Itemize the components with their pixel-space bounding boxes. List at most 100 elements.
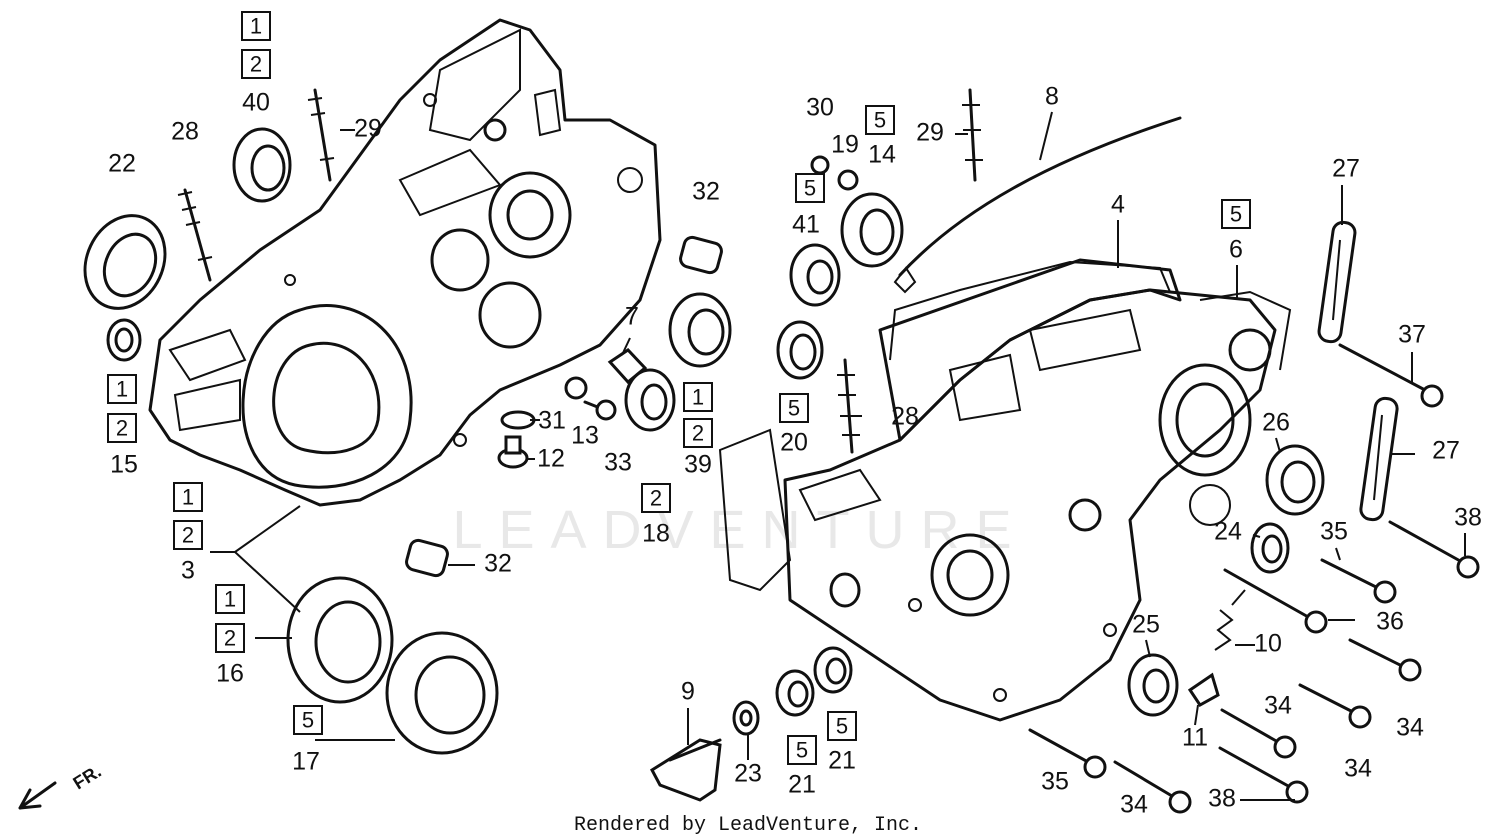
callout-38: 38 — [1208, 785, 1236, 813]
boxed-ref: 1 — [116, 377, 128, 402]
boxed-ref: 1 — [250, 14, 262, 39]
callout-14: 14 — [868, 141, 896, 169]
bolt-13 — [564, 376, 588, 400]
callout-27: 27 — [1332, 155, 1360, 183]
callout-34: 34 — [1396, 714, 1424, 742]
callout-34: 34 — [1264, 692, 1292, 720]
boxed-ref: 5 — [1230, 202, 1242, 227]
bolt-34-right — [1348, 638, 1422, 682]
callout-21: 21 — [788, 771, 816, 799]
callout-31: 31 — [538, 407, 566, 435]
part-11 — [1187, 672, 1220, 707]
callout-15: 15 — [110, 451, 138, 479]
oil-seal-26 — [1265, 444, 1325, 516]
part-30 — [810, 155, 830, 175]
clamp-27-top — [1317, 220, 1357, 344]
washer-31 — [500, 410, 536, 430]
callout-9: 9 — [681, 678, 695, 706]
boxed-ref: 5 — [302, 708, 314, 733]
callouts: 40 29 28 22 15 3 16 17 32 32 7 31 13 12 … — [108, 83, 1482, 819]
boxed-ref: 1 — [692, 385, 704, 410]
gasket-4 — [889, 260, 1171, 361]
watermark: LEADVENTURE — [452, 500, 1027, 560]
bearing-39 — [668, 292, 732, 368]
boxed-ref: 5 — [874, 108, 886, 133]
callout-36: 36 — [1376, 608, 1404, 636]
direction-label: FR. — [70, 761, 105, 793]
boxed-ref: 2 — [116, 416, 128, 441]
callout-37: 37 — [1398, 321, 1426, 349]
callout-32: 32 — [484, 550, 512, 578]
bearing-20 — [776, 320, 824, 380]
callout-28: 28 — [891, 403, 919, 431]
bearing-17 — [385, 631, 499, 755]
front-direction-arrow: FR. — [18, 761, 105, 810]
bolt-36 — [1223, 568, 1328, 634]
callout-17: 17 — [292, 748, 320, 776]
callout-34: 34 — [1344, 755, 1372, 783]
callout-6: 6 — [1229, 236, 1243, 264]
callout-27: 27 — [1432, 437, 1460, 465]
drain-bolt-12 — [497, 435, 529, 469]
callout-30: 30 — [806, 94, 834, 122]
callout-39: 39 — [684, 451, 712, 479]
boxed-ref: 5 — [804, 176, 816, 201]
stud-bolt-28-right — [837, 358, 860, 454]
boxed-ref: 2 — [650, 486, 662, 511]
bolt-33 — [583, 399, 617, 421]
boxed-ref: 2 — [250, 52, 262, 77]
oil-seal-25 — [1127, 653, 1179, 717]
bolt-35-top — [1320, 558, 1397, 604]
bearing-18 — [624, 368, 676, 432]
bolt-38-bottom — [1218, 746, 1309, 804]
washer-23 — [732, 700, 760, 736]
leader-lines — [210, 111, 1466, 801]
callout-33: 33 — [604, 449, 632, 477]
callout-35: 35 — [1320, 518, 1348, 546]
spring-10 — [1214, 589, 1246, 651]
callout-16: 16 — [216, 660, 244, 688]
dowel-6 — [1199, 290, 1292, 371]
callout-29: 29 — [354, 115, 382, 143]
stud-bolt-29-left — [307, 88, 335, 182]
callout-34: 34 — [1120, 791, 1148, 819]
stud-bolt-29-right — [962, 88, 983, 182]
boxed-ref: 2 — [224, 626, 236, 651]
callout-38: 38 — [1454, 504, 1482, 532]
oil-seal-15 — [106, 318, 142, 362]
callout-7: 7 — [625, 303, 639, 331]
bolt-34-bottom — [1113, 760, 1192, 814]
needle-bearing-21-left — [775, 669, 815, 717]
boxed-ref: 5 — [796, 738, 808, 763]
collar-32-bottom — [405, 538, 449, 578]
callout-25: 25 — [1132, 611, 1160, 639]
shaft-9 — [650, 738, 722, 802]
callout-23: 23 — [734, 760, 762, 788]
boxed-ref: 5 — [788, 396, 800, 421]
bolt-34-center — [1220, 708, 1297, 759]
clamp-27-bottom — [1359, 396, 1399, 522]
callout-10: 10 — [1254, 630, 1282, 658]
bearing-14 — [840, 192, 904, 268]
bolt-34-mid — [1298, 683, 1372, 729]
callout-19: 19 — [831, 131, 859, 159]
callout-22: 22 — [108, 150, 136, 178]
boxed-ref: 5 — [836, 714, 848, 739]
callout-24: 24 — [1214, 518, 1242, 546]
boxed-ref: 1 — [182, 485, 194, 510]
callout-21: 21 — [828, 747, 856, 775]
credit-text: Rendered by LeadVenture, Inc. — [574, 814, 922, 837]
callout-32: 32 — [692, 178, 720, 206]
bolt-35-bottom — [1028, 728, 1107, 779]
boxed-ref: 2 — [692, 421, 704, 446]
callout-41: 41 — [792, 211, 820, 239]
callout-35: 35 — [1041, 768, 1069, 796]
callout-12: 12 — [537, 445, 565, 473]
callout-11: 11 — [1182, 724, 1208, 752]
callout-26: 26 — [1262, 409, 1290, 437]
oil-seal-24 — [1250, 522, 1290, 574]
stud-bolt-28-left — [177, 188, 213, 282]
callout-13: 13 — [571, 422, 599, 450]
part-19 — [837, 169, 859, 191]
bearing-41 — [789, 243, 841, 307]
